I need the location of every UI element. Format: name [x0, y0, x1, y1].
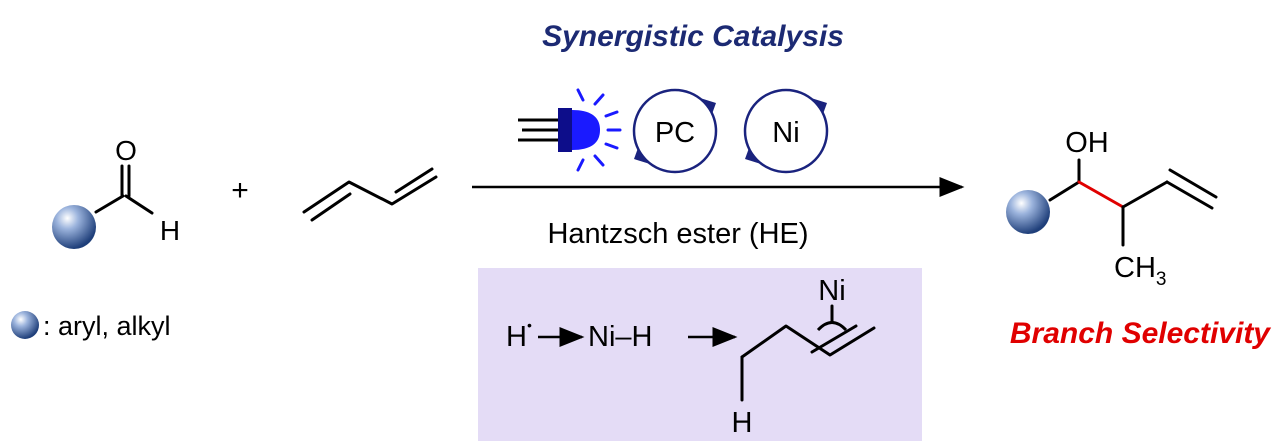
nickel-catalyst-label: Ni — [772, 117, 799, 149]
reagent-label: Hantzsch ester (HE) — [547, 218, 808, 250]
mechanism-box — [478, 268, 922, 441]
aldehyde-hydrogen-label: H — [160, 215, 180, 246]
methyl-subscript: 3 — [1156, 269, 1167, 290]
cycle-arrowheads — [634, 98, 827, 164]
photocatalyst-label: PC — [655, 117, 695, 149]
radical-dot: • — [527, 317, 532, 333]
product-hydroxyl-label: OH — [1065, 127, 1109, 159]
substituent-sphere-icon — [1006, 190, 1050, 234]
butadiene-structure — [302, 167, 438, 222]
substituent-sphere-icon — [11, 311, 39, 339]
mechanism-sequence: H • Ni–H Ni H — [506, 275, 876, 439]
product-structure: OH CH3 — [1006, 127, 1218, 290]
led-light-icon — [518, 88, 622, 172]
hydrogen-radical-label: H — [506, 321, 527, 353]
methyl-text: CH — [1114, 252, 1156, 284]
catalytic-cycle-icon — [632, 88, 829, 174]
aldehyde-structure: O H — [52, 135, 180, 249]
aldehyde-oxygen-label: O — [115, 135, 137, 166]
product-methyl-label: CH3 — [1114, 252, 1166, 290]
allyl-nickel-label: Ni — [818, 275, 845, 307]
new-cc-bond — [1077, 180, 1125, 209]
legend: : aryl, alkyl — [11, 311, 171, 341]
scheme-title: Synergistic Catalysis — [542, 20, 844, 53]
selectivity-label: Branch Selectivity — [1010, 317, 1271, 350]
substituent-sphere-icon — [52, 205, 96, 249]
allyl-hydrogen-label: H — [732, 407, 753, 439]
nickel-hydride-label: Ni–H — [588, 321, 652, 353]
plus-sign: + — [231, 174, 249, 207]
legend-text: : aryl, alkyl — [43, 311, 171, 341]
